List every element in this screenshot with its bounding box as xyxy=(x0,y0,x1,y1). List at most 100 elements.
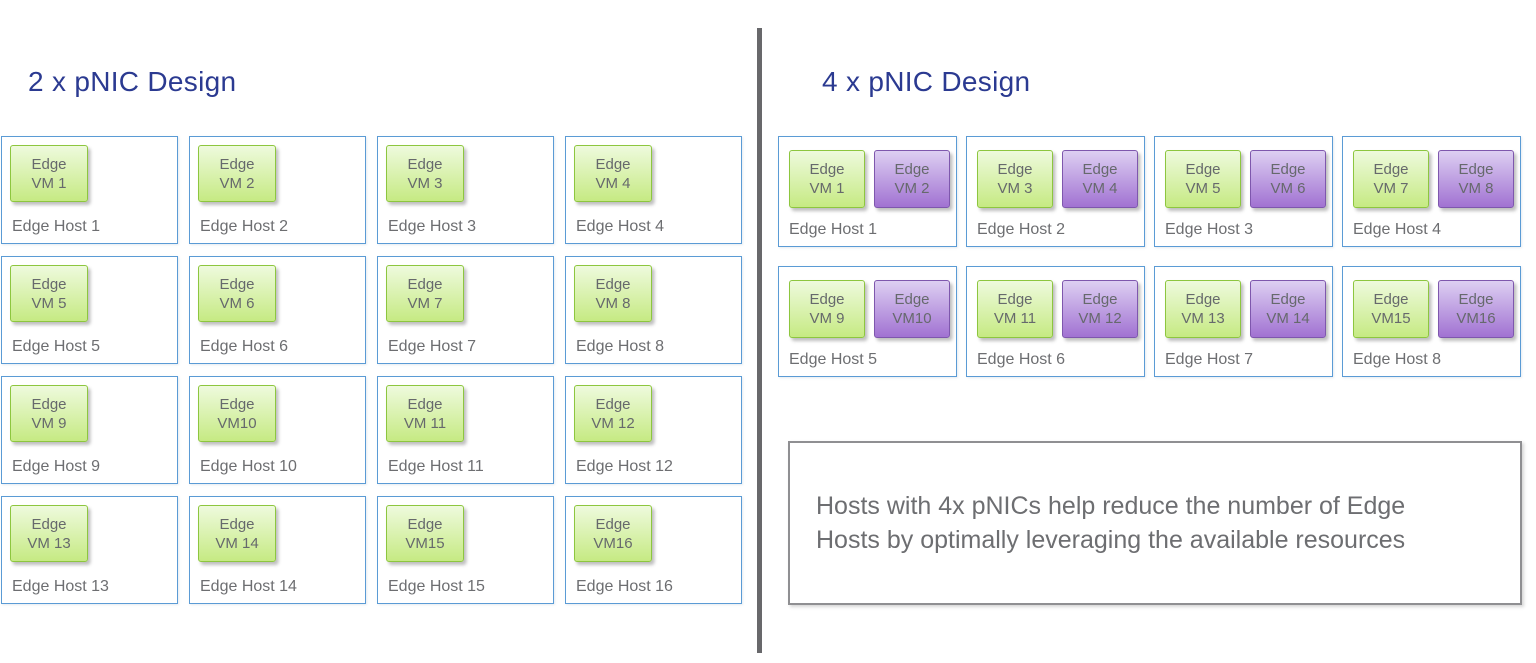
vm-label-line2: VM 14 xyxy=(215,534,259,552)
vm-label-line2: VM 13 xyxy=(1181,310,1225,327)
edge-vm-box-purple: Edge VM 2 xyxy=(874,150,950,208)
vm-label-line1: Edge xyxy=(1270,161,1306,178)
host-label: Edge Host 12 xyxy=(576,458,673,475)
right-panel-title: 4 x pNIC Design xyxy=(822,66,1031,97)
edge-vm-7-box: Edge VM 7 xyxy=(386,265,464,322)
edge-host-box-r7: Edge VM 13 Edge VM 14 Edge Host 7 xyxy=(1154,266,1333,377)
vm-label-line2: VM 2 xyxy=(894,180,930,197)
edge-vm-box-green: Edge VM 5 xyxy=(1165,150,1241,208)
edge-host-box-7: Edge VM 7 Edge Host 7 xyxy=(377,256,554,364)
host-label: Edge Host 11 xyxy=(388,458,484,475)
edge-host-box-5: Edge VM 5 Edge Host 5 xyxy=(1,256,178,364)
vm-label-line1: Edge xyxy=(407,515,443,533)
edge-host-box-15: Edge VM15 Edge Host 15 xyxy=(377,496,554,604)
host-label: Edge Host 8 xyxy=(1353,351,1442,368)
vm-label-line2: VM 4 xyxy=(595,174,631,192)
edge-vm-box-purple: Edge VM 4 xyxy=(1062,150,1138,208)
vertical-divider xyxy=(757,28,762,653)
vm-label-line2: VM 11 xyxy=(403,414,447,432)
vm-label-line2: VM 2 xyxy=(219,174,255,192)
edge-vm-14-box: Edge VM 14 xyxy=(198,505,276,562)
vm-label-line1: Edge xyxy=(407,395,443,413)
edge-vm-box-green: Edge VM 7 xyxy=(1353,150,1429,208)
right-host-grid: Edge VM 1 Edge VM 2 Edge Host 1 Edge VM … xyxy=(778,136,1521,377)
vm-label-line2: VM 1 xyxy=(809,180,845,197)
vm-label-line2: VM10 xyxy=(892,310,932,327)
edge-host-box-12: Edge VM 12 Edge Host 12 xyxy=(565,376,742,484)
left-host-grid: Edge VM 1 Edge Host 1 Edge VM 2 Edge Hos… xyxy=(1,136,742,604)
edge-host-box-14: Edge VM 14 Edge Host 14 xyxy=(189,496,366,604)
edge-vm-15-box: Edge VM15 xyxy=(386,505,464,562)
vm-label-line2: VM 7 xyxy=(1373,180,1409,197)
vm-label-line1: Edge xyxy=(894,291,930,308)
vm-label-line1: Edge xyxy=(31,275,67,293)
edge-vm-3-box: Edge VM 3 xyxy=(386,145,464,202)
vm-label-line2: VM 11 xyxy=(993,310,1037,327)
edge-vm-2-box: Edge VM 2 xyxy=(198,145,276,202)
edge-vm-box-green: Edge VM 3 xyxy=(977,150,1053,208)
edge-vm-9-box: Edge VM 9 xyxy=(10,385,88,442)
note-text-line2: Hosts by optimally leveraging the availa… xyxy=(816,526,1406,554)
vm-label-line1: Edge xyxy=(1082,161,1118,178)
host-label: Edge Host 4 xyxy=(576,218,665,235)
vm-label-line2: VM 9 xyxy=(809,310,845,327)
host-label: Edge Host 13 xyxy=(12,578,109,595)
vm-label-line2: VM 12 xyxy=(1078,310,1122,327)
edge-vm-1-box: Edge VM 1 xyxy=(10,145,88,202)
edge-vm-box-green: Edge VM15 xyxy=(1353,280,1429,338)
vm-label-line2: VM 1 xyxy=(31,174,67,192)
edge-host-box-10: Edge VM10 Edge Host 10 xyxy=(189,376,366,484)
vm-label-line1: Edge xyxy=(894,161,930,178)
vm-label-line1: Edge xyxy=(219,275,255,293)
host-label: Edge Host 5 xyxy=(789,351,878,368)
edge-vm-box-green: Edge VM 13 xyxy=(1165,280,1241,338)
host-label: Edge Host 8 xyxy=(576,338,665,355)
edge-vm-8-box: Edge VM 8 xyxy=(574,265,652,322)
edge-vm-box-purple: Edge VM 6 xyxy=(1250,150,1326,208)
vm-label-line1: Edge xyxy=(809,291,845,308)
edge-host-box-r8: Edge VM15 Edge VM16 Edge Host 8 xyxy=(1342,266,1521,377)
vm-label-line1: Edge xyxy=(997,161,1033,178)
vm-label-line1: Edge xyxy=(1458,161,1494,178)
edge-vm-11-box: Edge VM 11 xyxy=(386,385,464,442)
edge-vm-16-box: Edge VM16 xyxy=(574,505,652,562)
note-box: Hosts with 4x pNICs help reduce the numb… xyxy=(788,441,1522,605)
edge-vm-4-box: Edge VM 4 xyxy=(574,145,652,202)
edge-host-box-8: Edge VM 8 Edge Host 8 xyxy=(565,256,742,364)
vm-label-line1: Edge xyxy=(1185,291,1221,308)
vm-label-line1: Edge xyxy=(595,515,631,533)
vm-label-line1: Edge xyxy=(219,515,255,533)
vm-label-line2: VM 5 xyxy=(31,294,67,312)
vm-label-line1: Edge xyxy=(595,395,631,413)
vm-label-line2: VM 8 xyxy=(595,294,631,312)
vm-label-line2: VM 13 xyxy=(27,534,71,552)
vm-label-line2: VM10 xyxy=(217,414,257,432)
edge-host-box-r3: Edge VM 5 Edge VM 6 Edge Host 3 xyxy=(1154,136,1333,247)
edge-vm-box-green: Edge VM 1 xyxy=(789,150,865,208)
vm-label-line2: VM15 xyxy=(405,534,445,552)
host-label: Edge Host 16 xyxy=(576,578,673,595)
vm-label-line2: VM 6 xyxy=(1270,180,1306,197)
host-label: Edge Host 1 xyxy=(789,221,878,238)
edge-vm-13-box: Edge VM 13 xyxy=(10,505,88,562)
vm-label-line2: VM 7 xyxy=(407,294,443,312)
edge-vm-box-purple: Edge VM 8 xyxy=(1438,150,1514,208)
edge-vm-6-box: Edge VM 6 xyxy=(198,265,276,322)
left-panel-title: 2 x pNIC Design xyxy=(28,66,237,97)
host-label: Edge Host 2 xyxy=(200,218,289,235)
host-label: Edge Host 2 xyxy=(977,221,1066,238)
vm-label-line1: Edge xyxy=(1185,161,1221,178)
vm-label-line2: VM 9 xyxy=(31,414,67,432)
vm-label-line1: Edge xyxy=(31,515,67,533)
vm-label-line1: Edge xyxy=(31,395,67,413)
vm-label-line2: VM 8 xyxy=(1458,180,1494,197)
vm-label-line1: Edge xyxy=(809,161,845,178)
vm-label-line1: Edge xyxy=(1270,291,1306,308)
vm-label-line1: Edge xyxy=(1373,291,1409,308)
vm-label-line1: Edge xyxy=(595,275,631,293)
vm-label-line1: Edge xyxy=(997,291,1033,308)
edge-vm-12-box: Edge VM 12 xyxy=(574,385,652,442)
edge-host-box-3: Edge VM 3 Edge Host 3 xyxy=(377,136,554,244)
edge-host-box-1: Edge VM 1 Edge Host 1 xyxy=(1,136,178,244)
vm-label-line2: VM 4 xyxy=(1082,180,1118,197)
